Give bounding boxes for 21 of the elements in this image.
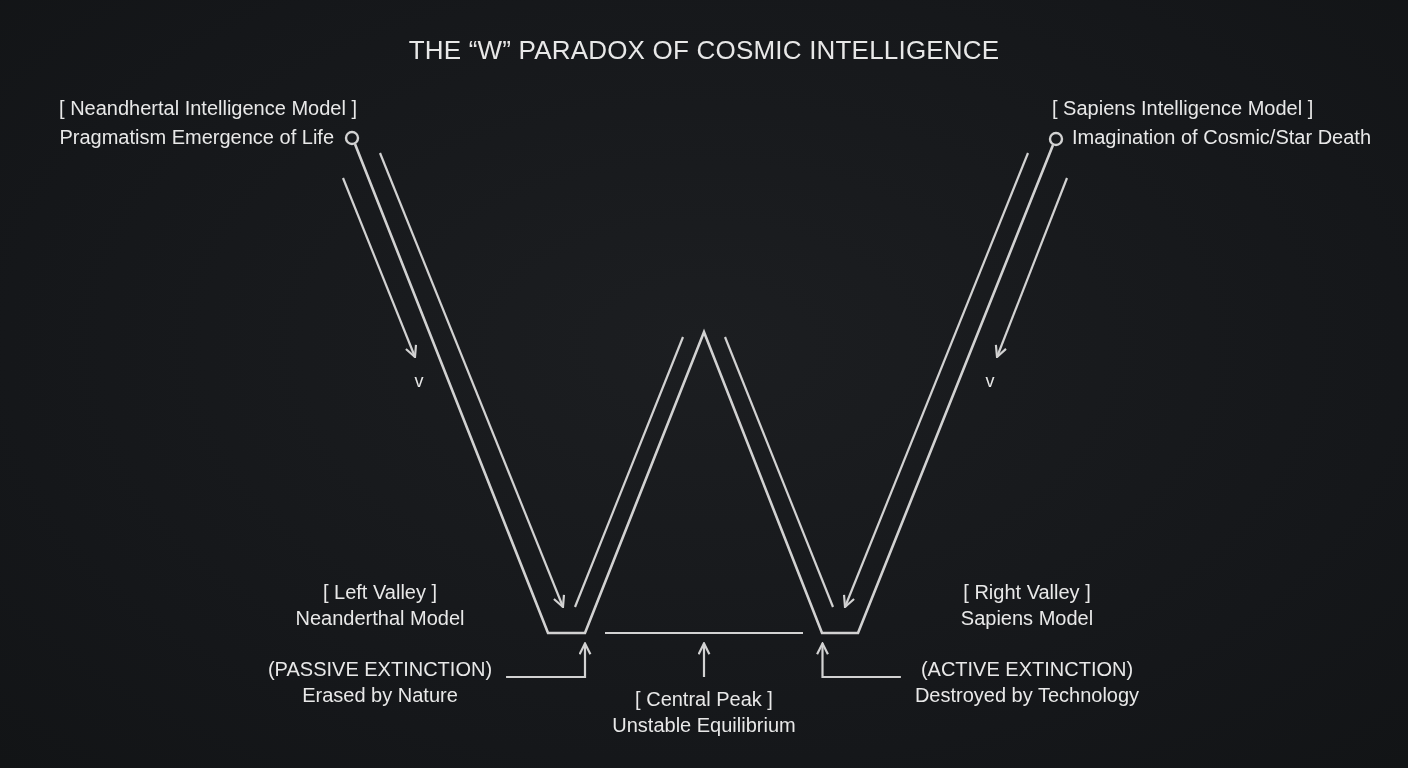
valley-subtitle: Sapiens Model — [960, 606, 1094, 631]
direction-letter: v — [985, 370, 995, 393]
valley-subtitle: Neanderthal Model — [295, 606, 465, 631]
leader-arrow — [697, 642, 711, 677]
extinction-caption: Destroyed by Technology — [914, 683, 1140, 708]
extinction-heading: (PASSIVE EXTINCTION) — [267, 657, 493, 682]
valley-heading: [ Left Valley ] — [322, 580, 438, 605]
model-subtitle: Pragmatism Emergence of Life — [59, 125, 334, 150]
leader-arrow — [816, 642, 901, 679]
valley-heading: [ Right Valley ] — [963, 580, 1091, 605]
model-subtitle: Imagination of Cosmic/Star Death — [1072, 125, 1372, 150]
diagram-title: THE “W” PARADOX OF COSMIC INTELLIGENCE — [408, 34, 1000, 66]
horizontal-line — [605, 631, 803, 635]
model-heading: [ Neandhertal Intelligence Model ] — [59, 96, 357, 121]
extinction-caption: Erased by Nature — [302, 683, 458, 708]
model-heading: [ Sapiens Intelligence Model ] — [1052, 96, 1314, 121]
peak-heading: [ Central Peak ] — [635, 687, 773, 712]
direction-letter: v — [414, 370, 424, 393]
extinction-heading: (ACTIVE EXTINCTION) — [920, 657, 1134, 682]
leader-arrow — [506, 642, 592, 679]
peak-caption: Unstable Equilibrium — [612, 713, 796, 738]
